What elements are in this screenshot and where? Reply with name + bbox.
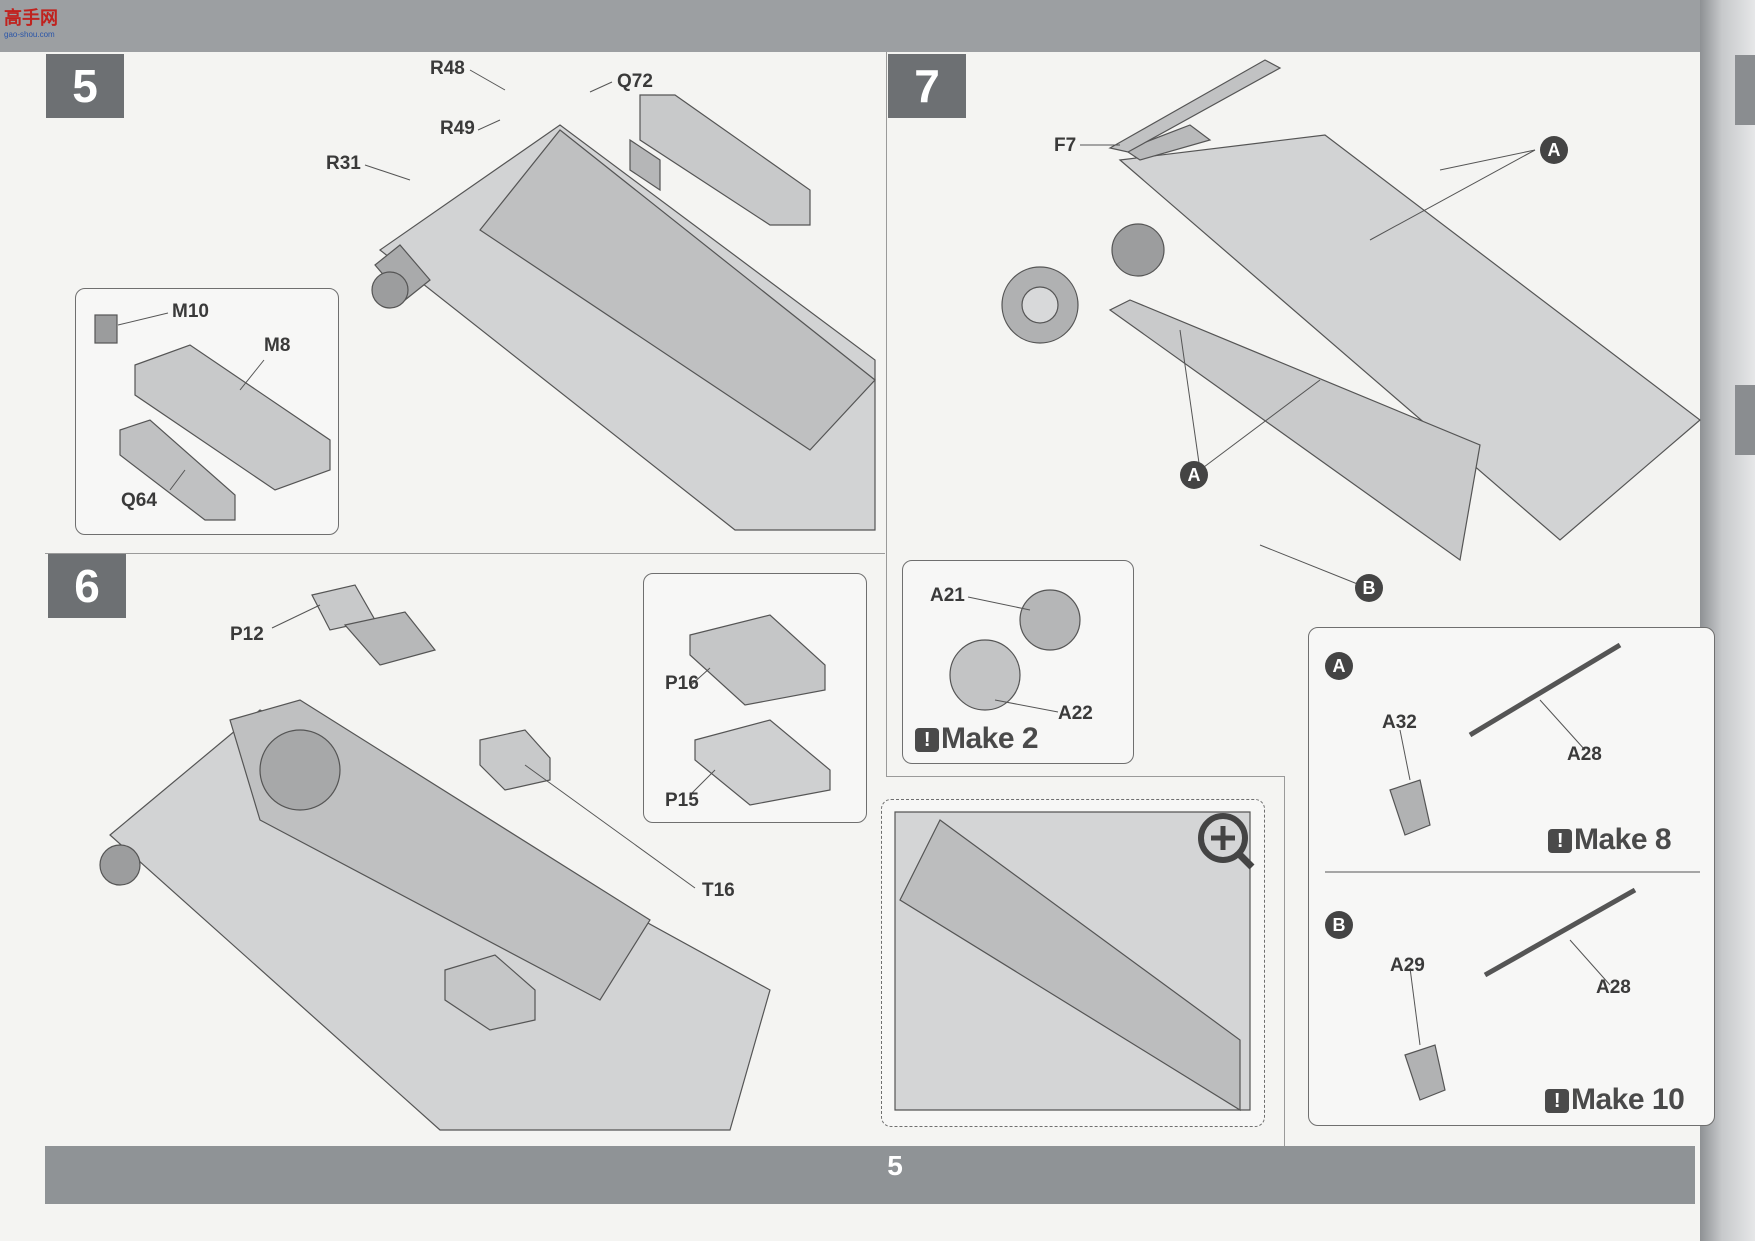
label-a28-b: A28 [1596, 977, 1631, 998]
callout-a-top: A [1540, 136, 1568, 164]
label-a28-a: A28 [1567, 744, 1602, 765]
logo-text: 高手网 [4, 8, 58, 28]
label-t16: T16 [702, 880, 735, 901]
step-6-number: 6 [48, 554, 126, 618]
label-p16: P16 [665, 673, 699, 694]
zoom-in-icon [1198, 813, 1255, 870]
make-10-text: Make 10 [1571, 1083, 1685, 1116]
part-m10 [94, 314, 118, 344]
step-5-number: 5 [46, 54, 124, 118]
make-10-note: !Make 10 [1545, 1083, 1685, 1117]
sub-a-marker: A [1325, 652, 1353, 680]
sub-b-marker: B [1325, 911, 1353, 939]
label-f7: F7 [1054, 135, 1077, 156]
label-a21: A21 [930, 585, 965, 606]
step-7-number: 7 [888, 54, 966, 118]
make-8-note: !Make 8 [1548, 823, 1672, 857]
logo-subtext: gao-shou.com [4, 30, 55, 39]
label-m10: M10 [172, 301, 209, 322]
part-p16 [689, 614, 826, 706]
exclamation-icon: ! [915, 728, 939, 752]
site-logo: 高手网 gao-shou.com [4, 4, 58, 39]
bottom-bar [45, 1146, 1695, 1204]
make-2-text: Make 2 [941, 722, 1039, 755]
make-2-note: !Make 2 [915, 722, 1039, 756]
label-r48: R48 [430, 58, 465, 79]
label-q72: Q72 [617, 71, 653, 92]
label-r31: R31 [326, 153, 361, 174]
label-m8: M8 [264, 335, 291, 356]
label-r49: R49 [440, 118, 475, 139]
part-t16 [479, 729, 551, 791]
label-p15: P15 [665, 790, 699, 811]
divider [45, 553, 885, 554]
callout-b: B [1355, 574, 1383, 602]
label-a29: A29 [1390, 955, 1425, 976]
divider [886, 776, 1284, 777]
callout-a-bottom: A [1180, 461, 1208, 489]
exclamation-icon: ! [1545, 1089, 1569, 1113]
exclamation-icon: ! [1548, 829, 1572, 853]
part-f7 [1108, 59, 1282, 153]
label-p12: P12 [230, 624, 264, 645]
spine-tab [1735, 55, 1755, 125]
label-q64: Q64 [121, 490, 157, 511]
hull-side-7 [1118, 134, 1701, 541]
top-bar [0, 0, 1700, 52]
label-a32: A32 [1382, 712, 1417, 733]
divider [1284, 776, 1285, 1146]
label-a22: A22 [1058, 703, 1093, 724]
spine-tab [1735, 385, 1755, 455]
divider [886, 52, 887, 776]
part-p15 [694, 719, 831, 806]
hull-floor-6 [109, 709, 771, 1131]
make-8-text: Make 8 [1574, 823, 1672, 856]
part-m8 [639, 94, 811, 226]
page-number: 5 [887, 1150, 903, 1181]
